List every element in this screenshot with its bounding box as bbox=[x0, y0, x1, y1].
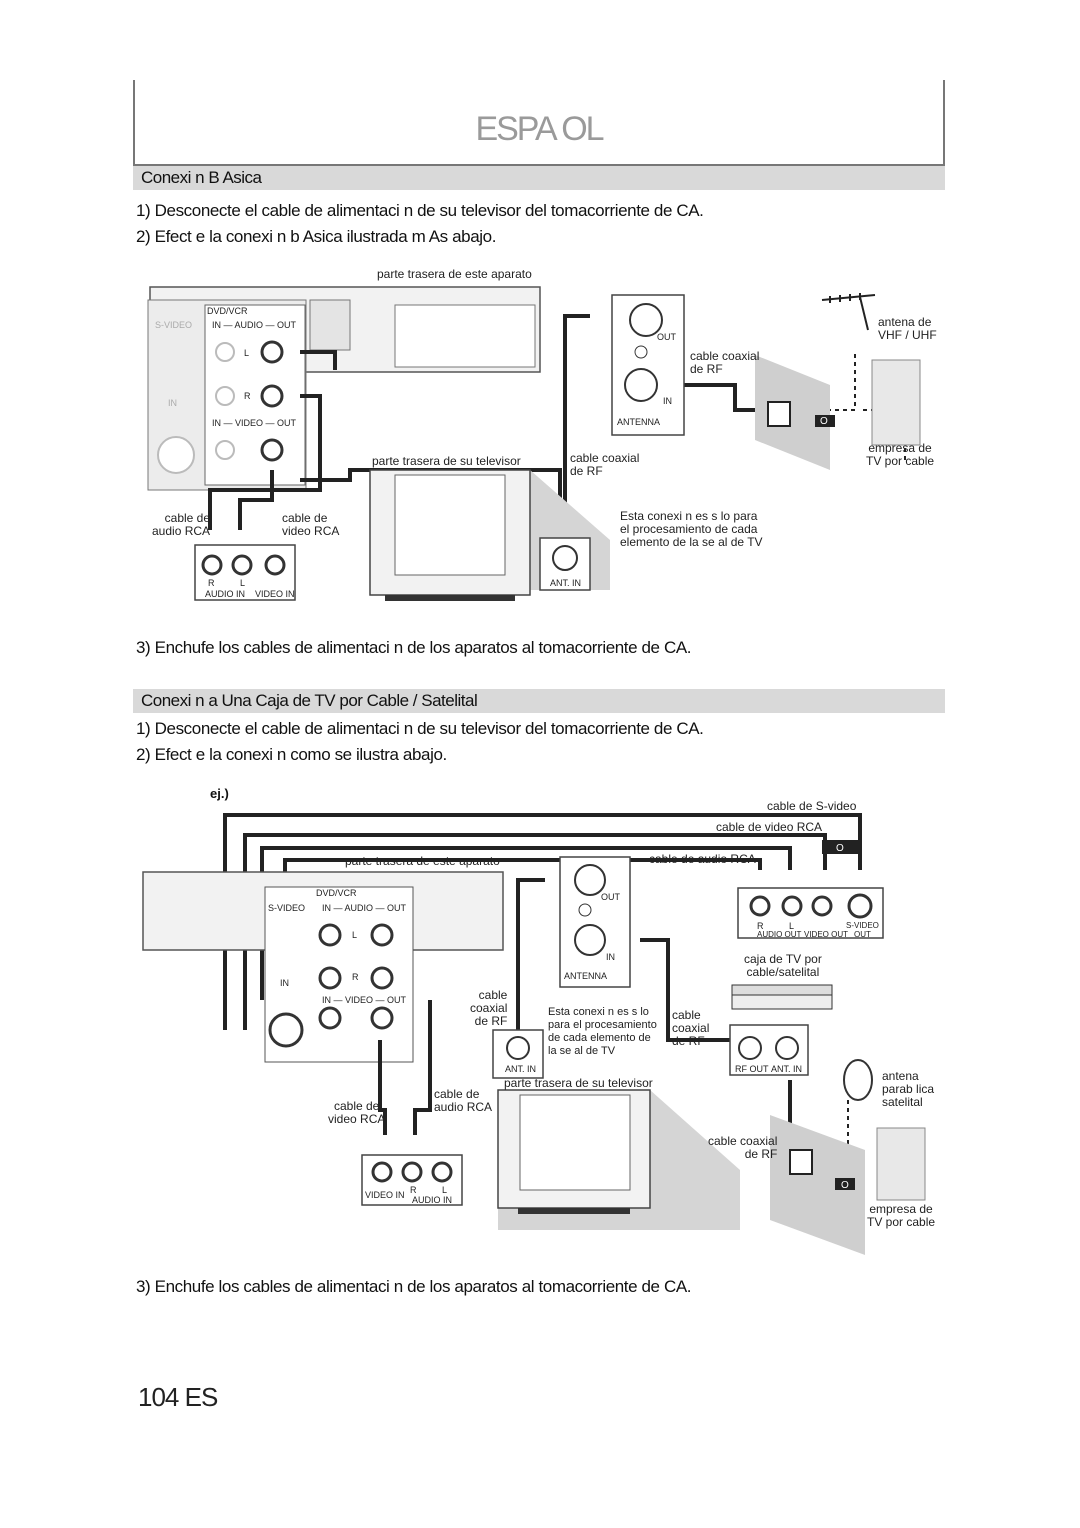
d2-note: Esta conexi n es s lo para el procesamie… bbox=[548, 1006, 657, 1057]
diagram2-antenna-panel bbox=[559, 856, 631, 988]
d2-or-top: O bbox=[836, 843, 844, 854]
d2-antenna-label: ANTENNA bbox=[564, 971, 608, 981]
d1-tv-r-label: R bbox=[208, 578, 215, 588]
d2-out-label: OUT bbox=[601, 892, 620, 902]
d1-tv-l-label: L bbox=[240, 578, 246, 588]
diagram2-tv-inputs bbox=[361, 1154, 463, 1206]
d1-cable-company-label: empresa de TV por cable bbox=[866, 441, 935, 468]
diagram2-wall bbox=[770, 1115, 865, 1255]
diagram1-cables bbox=[208, 314, 906, 530]
diagram1-tv-inputs bbox=[194, 537, 591, 601]
section2-step3: 3) Enchufe los cables de alimentaci n de… bbox=[136, 1277, 692, 1296]
d1-antenna-vhf-label: antena de VHF / UHF bbox=[878, 315, 937, 342]
example-label: ej.) bbox=[210, 786, 229, 801]
section2-step1: 1) Desconecte el cable de alimentaci n d… bbox=[136, 719, 704, 738]
diagram2-cable-box bbox=[731, 984, 833, 1010]
diagram1-antenna-panel bbox=[611, 294, 685, 436]
d2-rf-out-label: RF OUT bbox=[735, 1064, 769, 1074]
d2-rear-tv-label: parte trasera de su televisor bbox=[504, 1076, 653, 1090]
diagram2-cable-box-panel bbox=[737, 840, 884, 939]
d2-cable-company-label: empresa de TV por cable bbox=[867, 1202, 936, 1229]
d2-box-ant-in-label: ANT. IN bbox=[771, 1064, 803, 1074]
d2-or-bottom: O bbox=[841, 1180, 849, 1191]
d2-tv-r-label: R bbox=[410, 1185, 417, 1195]
diagram2-rf-panel bbox=[729, 1024, 809, 1076]
page-number: 104 ES bbox=[138, 1382, 218, 1412]
d2-cable-audio-bottom-label: cable de audio RCA bbox=[434, 1087, 493, 1114]
d2-rear-unit-label: parte trasera de este aparato bbox=[345, 854, 500, 868]
section2-step2: 2) Efect e la conexi n como se ilustra a… bbox=[136, 745, 447, 764]
section1-step3: 3) Enchufe los cables de alimentaci n de… bbox=[136, 638, 692, 657]
d1-cable-audio-label: cable de audio RCA bbox=[152, 511, 211, 538]
section2-title: Conexi n a Una Caja de TV por Cable / Sa… bbox=[141, 691, 478, 710]
d2-box-svideo-out-label: S-VIDEO OUT bbox=[846, 921, 879, 939]
d2-cable-audio-rca-label: cable de audio RCA bbox=[649, 852, 756, 866]
d2-svideo-label: S-VIDEO bbox=[268, 903, 306, 913]
d1-out-label: OUT bbox=[657, 332, 676, 342]
d2-in-label: IN bbox=[280, 978, 289, 988]
d1-note: Esta conexi n es s lo para el procesamie… bbox=[620, 509, 763, 549]
diagram1-tv-rear bbox=[369, 469, 610, 601]
d2-coax-a-label: cable coaxial de RF bbox=[470, 988, 508, 1028]
d1-coax-label-2: cable coaxial de RF bbox=[570, 451, 640, 478]
d1-antenna-label: ANTENNA bbox=[617, 417, 661, 427]
diagram2-satellite bbox=[843, 1059, 873, 1101]
d1-in-audio-out-label: IN — AUDIO — OUT bbox=[212, 320, 297, 330]
d2-l-label: L bbox=[352, 930, 358, 940]
d1-in-label: IN bbox=[168, 398, 177, 408]
d2-ant-in-label: ANT. IN bbox=[505, 1064, 537, 1074]
d1-or-label: O bbox=[820, 416, 828, 427]
d2-satellite-label: antena parab lica satelital bbox=[882, 1069, 935, 1109]
diagram2-unit-rear bbox=[142, 871, 504, 1063]
d2-cable-box-label: caja de TV por cable/satelital bbox=[744, 952, 822, 979]
d2-dvdvcr-label: DVD/VCR bbox=[316, 888, 357, 898]
section1-bar bbox=[133, 166, 945, 190]
d1-r-label: R bbox=[244, 391, 251, 401]
d2-cable-svideo-label: cable de S-video bbox=[767, 799, 857, 813]
d2-box-audio-out-label: AUDIO OUT bbox=[757, 930, 802, 939]
d2-in-video-out-label: IN — VIDEO — OUT bbox=[322, 995, 407, 1005]
diagram1-wall bbox=[755, 355, 835, 470]
d1-in-video-out-label: IN — VIDEO — OUT bbox=[212, 418, 297, 428]
d2-box-video-out-label: VIDEO OUT bbox=[804, 930, 849, 939]
diagram1-building bbox=[871, 359, 921, 446]
header-frame bbox=[133, 80, 945, 166]
d1-svideo-label: S-VIDEO bbox=[155, 320, 193, 330]
diagram2-building bbox=[876, 1127, 926, 1201]
section2-bar bbox=[133, 689, 945, 713]
d1-video-in-label: VIDEO IN bbox=[255, 589, 295, 599]
d2-cable-video-bottom-label: cable de video RCA bbox=[328, 1099, 386, 1126]
d2-coax-b-label: cable coaxial de RF bbox=[672, 1008, 710, 1048]
d2-tv-audio-in-label: AUDIO IN bbox=[412, 1195, 453, 1205]
d1-cable-video-label: cable de video RCA bbox=[282, 511, 340, 538]
d1-rear-unit-label: parte trasera de este aparato bbox=[377, 267, 532, 281]
diagram1-antenna bbox=[821, 293, 876, 331]
d2-tv-video-in-label: VIDEO IN bbox=[365, 1190, 405, 1200]
d1-coax-label-1: cable coaxial de RF bbox=[690, 349, 760, 376]
section1-step1: 1) Desconecte el cable de alimentaci n d… bbox=[136, 201, 704, 220]
d1-rear-tv-label: parte trasera de su televisor bbox=[372, 454, 521, 468]
language-title: ESPA OL bbox=[475, 110, 604, 148]
d2-r-label: R bbox=[352, 972, 359, 982]
diagram1-jack-panel bbox=[147, 299, 307, 491]
d2-cable-video-rca-label: cable de video RCA bbox=[716, 820, 823, 834]
d2-in-audio-out-label: IN — AUDIO — OUT bbox=[322, 903, 407, 913]
d1-l-label: L bbox=[244, 348, 250, 358]
d2-tv-l-label: L bbox=[442, 1185, 448, 1195]
section1-title: Conexi n B Asica bbox=[141, 168, 262, 187]
diagram2-tv-rear bbox=[492, 1029, 740, 1230]
d1-dvdvcr-label: DVD/VCR bbox=[207, 306, 248, 316]
d1-ant-in-label: ANT. IN bbox=[550, 578, 582, 588]
d2-coax-c-label: cable coaxial de RF bbox=[708, 1134, 778, 1161]
d1-audio-in-label: AUDIO IN bbox=[205, 589, 246, 599]
d2-box-r-label: R bbox=[757, 921, 764, 931]
d2-in2-label: IN bbox=[606, 952, 615, 962]
d2-box-l-label: L bbox=[789, 921, 795, 931]
section1-step2: 2) Efect e la conexi n b Asica ilustrada… bbox=[136, 227, 497, 246]
d1-in2-label: IN bbox=[663, 396, 672, 406]
